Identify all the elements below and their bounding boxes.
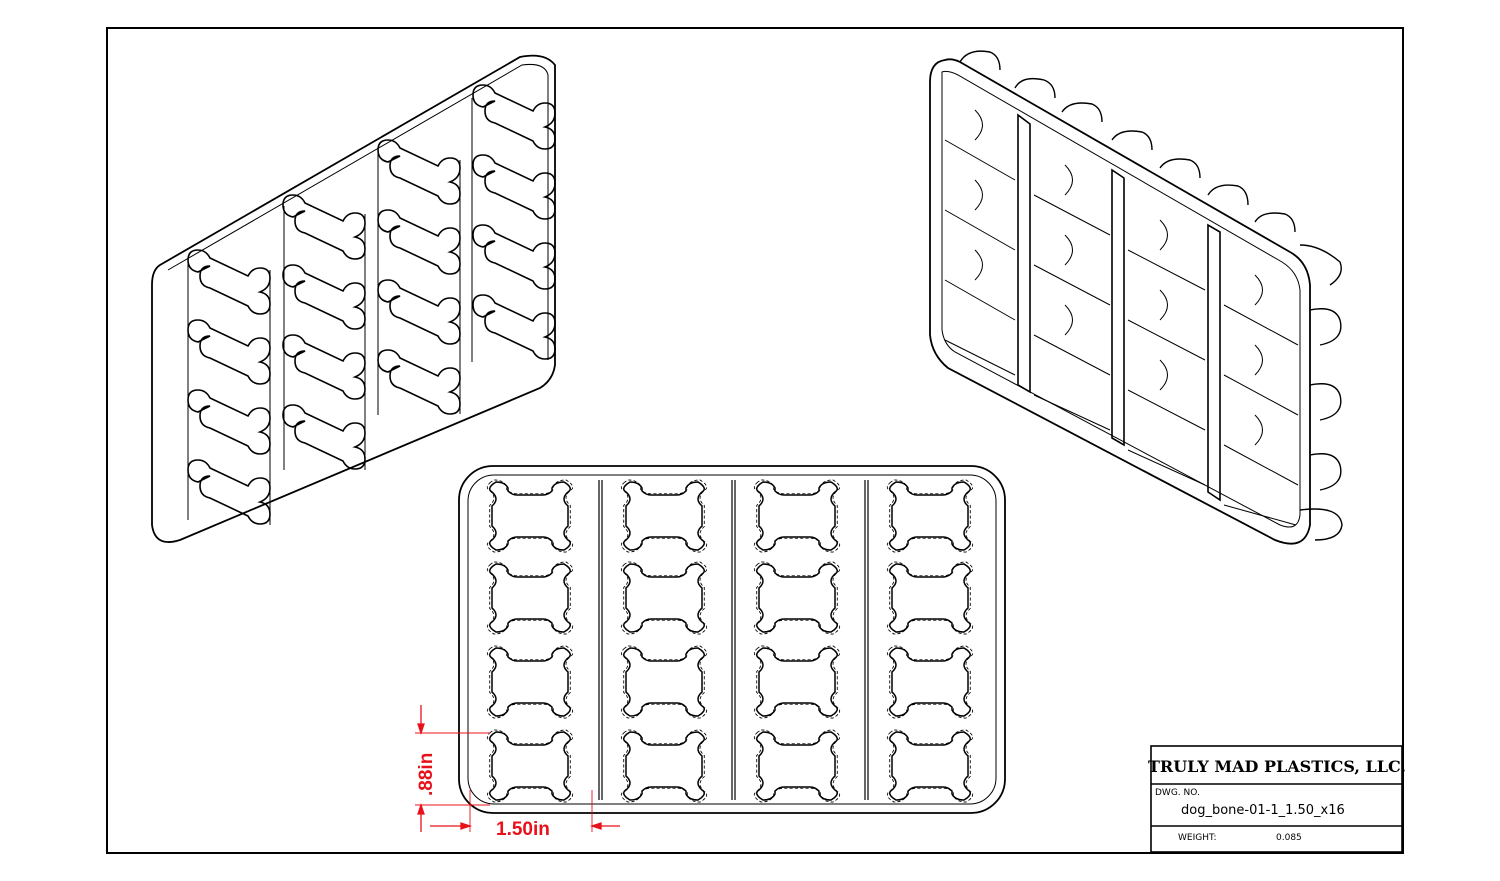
- bone-cavity-iso: [377, 139, 461, 205]
- bone-cavity: [888, 563, 972, 633]
- bone-cavity: [755, 563, 839, 633]
- bone-cavity: [755, 647, 839, 717]
- top-cavity-grid: [488, 481, 972, 801]
- bone-cavity: [488, 647, 572, 717]
- bone-cavity: [622, 563, 706, 633]
- bone-cavity: [488, 731, 572, 801]
- title-block: [1150, 745, 1403, 853]
- bone-cavity-iso: [282, 334, 366, 400]
- sheet-border: [106, 27, 1404, 854]
- front-cavity-grid: [187, 84, 556, 525]
- bone-cavity-iso: [472, 294, 556, 360]
- bone-cavity-iso: [187, 319, 271, 385]
- bone-cavity-iso: [377, 209, 461, 275]
- bone-cavity: [888, 647, 972, 717]
- bone-cavity: [755, 731, 839, 801]
- bone-cavity-iso: [187, 389, 271, 455]
- bone-cavity-iso: [472, 154, 556, 220]
- bone-cavity: [888, 731, 972, 801]
- bone-cavity: [488, 481, 572, 551]
- company-name: TRULY MAD PLASTICS, LLC.: [1148, 757, 1406, 776]
- width-dimension-label: 1.50in: [496, 819, 550, 840]
- weight-label: WEIGHT:: [1178, 833, 1217, 843]
- bone-cavity-iso: [377, 349, 461, 415]
- bone-cavity-iso: [472, 84, 556, 150]
- bone-cavity-iso: [282, 404, 366, 470]
- bone-cavity: [755, 481, 839, 551]
- tray-flange: [151, 54, 556, 543]
- bone-cavity-iso: [187, 459, 271, 525]
- isometric-view-back: [929, 50, 1343, 545]
- height-dimension-label: .88in: [416, 753, 437, 796]
- tray-outline: [458, 465, 1006, 814]
- dwg-no-value: dog_bone-01-1_1.50_x16: [1181, 803, 1345, 818]
- dimension-annotations: [415, 705, 620, 832]
- weight-value: 0.085: [1276, 833, 1302, 843]
- bone-cavity: [622, 647, 706, 717]
- bone-cavity-iso: [187, 249, 271, 315]
- bone-cavity: [888, 481, 972, 551]
- bone-cavity-iso: [282, 194, 366, 260]
- top-view: [458, 465, 1006, 814]
- bone-cavity: [622, 481, 706, 551]
- bone-cavity-iso: [377, 279, 461, 345]
- isometric-view-front: [151, 54, 556, 543]
- tray-back-flange: [929, 58, 1311, 545]
- bone-cavity-iso: [472, 224, 556, 290]
- bone-cavity: [488, 563, 572, 633]
- bone-cavity: [622, 731, 706, 801]
- dwg-no-label: DWG. NO.: [1155, 788, 1200, 798]
- bone-cavity-iso: [282, 264, 366, 330]
